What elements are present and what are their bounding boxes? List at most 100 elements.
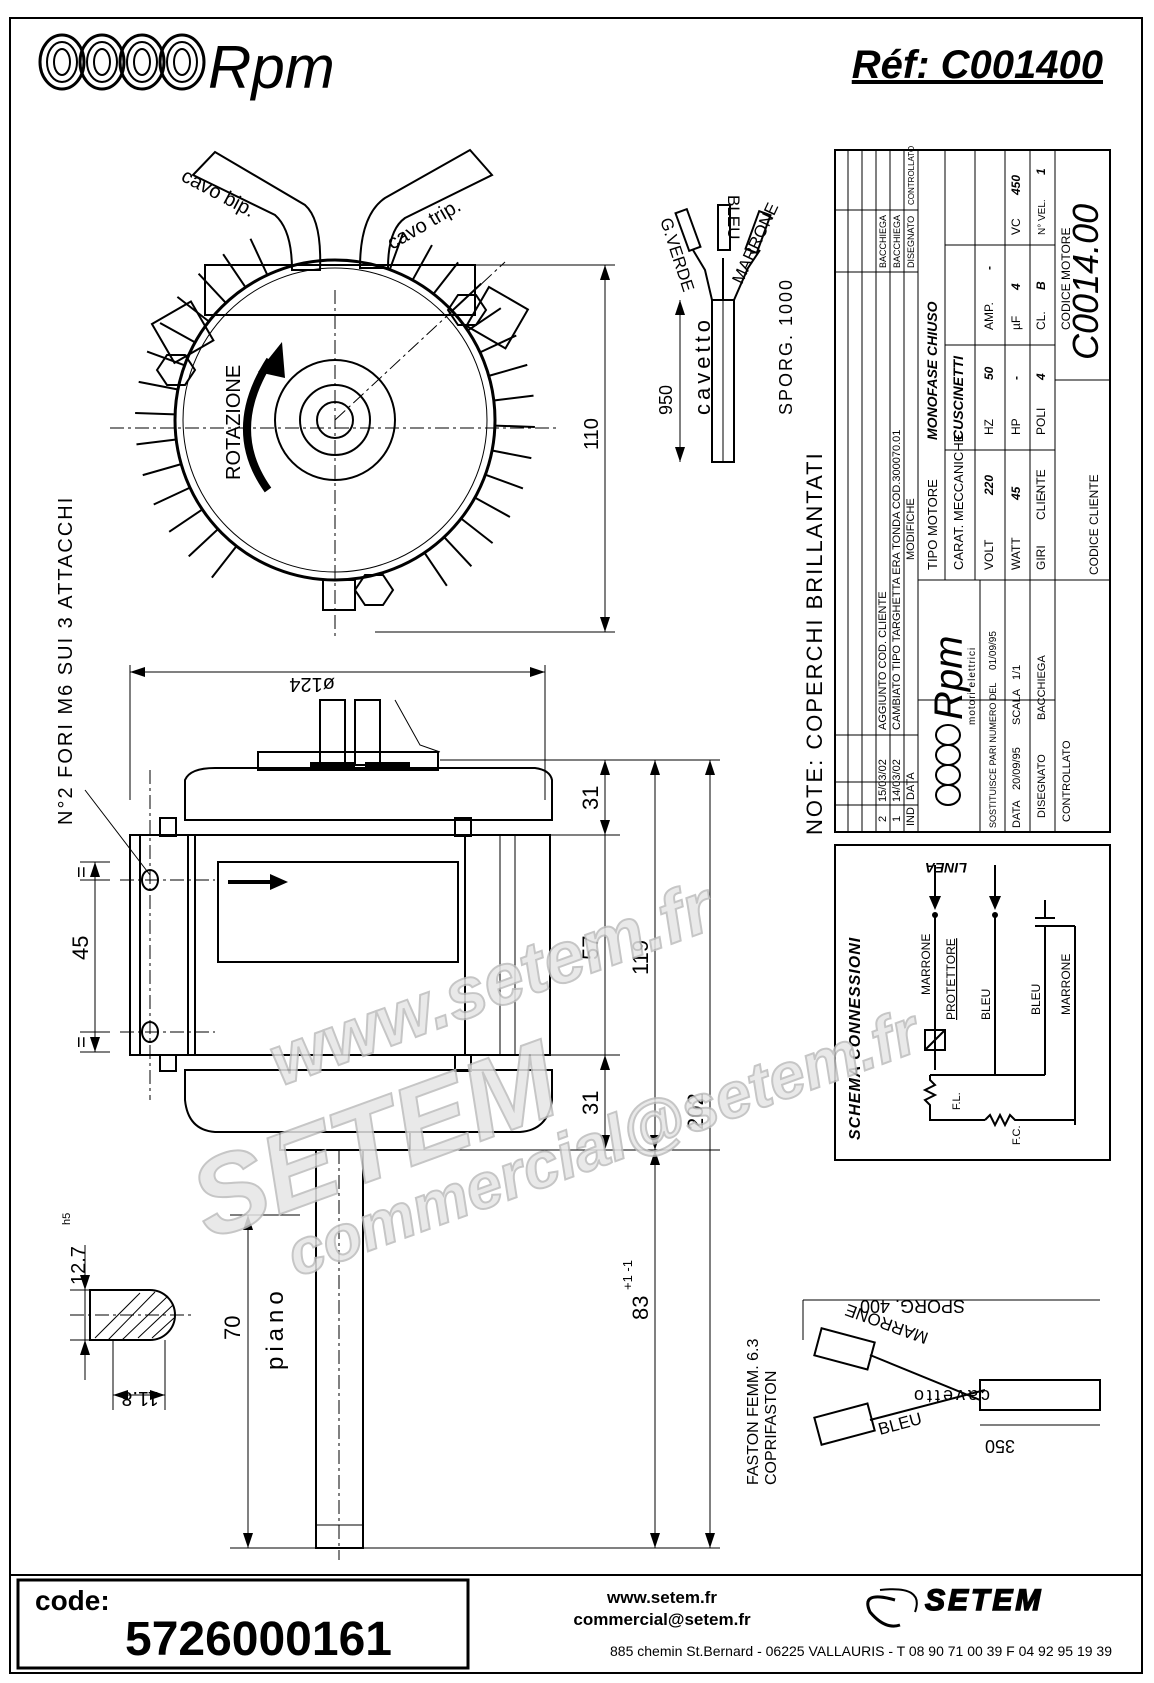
cooling-fin [142,463,182,477]
linea-label: LINEA [925,860,967,876]
company-subtitle: motori elettrici [967,647,978,725]
rotation-arrow-icon [243,357,274,493]
equal-mark-bottom: = [71,1036,93,1048]
cable-bip [191,150,322,271]
coil-logo-icon [38,33,206,91]
coil-logo-small-icon [935,724,961,806]
bleu-wire-label-1: BLEU [979,989,993,1020]
hz-value: 50 [982,366,996,380]
rev-mod-2: AGGIUNTO COD. CLIENTE [877,591,889,730]
reference-number: Réf: C001400 [852,43,1103,87]
wiring-schema: SCHEMA CONNESSIONI LINEA MARRONE PROTETT… [834,844,1111,1161]
title-block: 2 1 IND 15/03/02 14/03/02 DATA AGGIUNTO … [834,146,1111,833]
protettore-label: PROTETTORE [944,938,958,1020]
rev-dis-2: BACCHIEGA [878,215,888,268]
watt-label: WATT [1009,537,1023,570]
scala-label: SCALA [1011,688,1023,725]
protector-icon [924,1029,946,1051]
dim-12-7: 12.7 [68,1246,90,1285]
dim-45: 45 [68,936,93,960]
cooling-fin [423,552,448,587]
rev-ind-1: 1 [891,816,903,822]
title-block-logo: Rpm motori elettrici [927,636,978,806]
cooling-fin [168,508,203,533]
faston-detail: FASTON FEMM. 6.3 COPRIFASTON SPORG. 400 … [745,1296,1101,1486]
cooling-fin [494,424,535,428]
bleu-label: BLEU [724,195,743,239]
schema-title: SCHEMA CONNESSIONI [847,937,864,1140]
cooling-fin [197,273,227,304]
cooling-fin [411,244,433,281]
scala-value: 1/1 [1011,665,1023,680]
rpm-logo: Rpm [38,33,335,101]
cavetto-label: cavetto [690,316,715,415]
top-view: cavo bip. cavo trip. ROTAZIONE [110,148,615,640]
dim-110: 110 [581,418,603,450]
code-label: code: [35,1585,110,1616]
faston-label: FASTON FEMM. 6.3 [745,1339,762,1486]
disegnato-value: BACCHIEGA [1036,655,1048,720]
marrone-wire-label: MARRONE [919,934,933,995]
cooling-fin [460,517,494,544]
shaft-section: 12.7 h5 11.8 [61,1213,195,1410]
sostituisce-label: SOSTITUISCE PARI NUMERO DEL [988,683,998,828]
dim-119: 119 [628,940,653,975]
cooling-fin [153,486,191,506]
direction-arrow-icon [270,874,288,890]
amp-label: AMP. [982,302,996,330]
footer-web: www.setem.fr [606,1588,717,1607]
cooling-fin [467,307,502,332]
footer: code: 5726000161 www.setem.fr commercial… [10,1574,1142,1670]
uf-value: 4 [1009,283,1023,291]
cooling-fin [138,380,179,391]
cable-length-950: 950 [656,385,676,415]
cooling-fin [432,261,459,295]
dim-83: 83 [628,1296,653,1320]
side-view: N°2 FORI M6 SUI 3 ATTACCHI ø124 [55,496,720,1560]
tipo-motore-label: TIPO MOTORE [925,479,940,570]
cooling-fin [136,438,177,446]
nvel-value: 1 [1034,168,1048,175]
cable-trip-label: cavo trip. [384,195,465,255]
cooling-fin [222,253,247,288]
mount-lug [322,574,395,611]
cl-label: CL. [1034,311,1048,330]
cooling-fins [135,231,535,587]
cooling-fin [249,238,269,276]
amp-value: - [982,266,996,270]
code-box [16,1578,470,1670]
mount-lug [150,300,215,386]
cooling-fin [485,473,524,490]
cooling-fin [474,496,511,518]
giri-value: - [1034,491,1048,495]
rev-dis-1: BACCHIEGA [892,215,902,268]
cooling-fin [159,322,196,344]
carat-label: CARAT. MECCANICHE [951,433,966,570]
dim-57: 57 [578,936,603,960]
poli-value: 4 [1034,373,1048,381]
rev-header-controllato: CONTROLLATO [907,146,916,205]
equal-mark-top: = [71,866,93,878]
cable-bip-label: cavo bip. [178,165,259,222]
dim-202: 202 [683,1093,708,1130]
nvel-label: N° VEL. [1037,199,1048,235]
uf-label: µF [1009,316,1023,330]
hp-value: - [1009,376,1023,380]
bleu-wire-label-2: BLEU [1029,984,1043,1015]
fl-label: F.L. [951,1092,963,1110]
product-code: 5726000161 [125,1613,392,1666]
data-value: 20/09/95 [1011,747,1023,790]
rev-header-disegnato: DISEGNATO [906,216,916,268]
dim-11-8: 11.8 [121,1387,158,1409]
faston-length-350: 350 [985,1436,1015,1456]
setem-logo-text: SETEM [925,1584,1043,1617]
rev-header-ind: IND [905,807,917,826]
cooling-fin [488,363,528,377]
footer-email: commercial@setem.fr [573,1610,751,1629]
vc-value: 450 [1009,175,1023,196]
volt-value: 220 [982,475,996,496]
title-block-brand: Rpm [927,636,971,720]
dim-diameter-124: ø124 [289,673,335,695]
holes-note: N°2 FORI M6 SUI 3 ATTACCHI [55,496,77,825]
marrone-wire-label-2: MARRONE [1059,954,1073,1015]
